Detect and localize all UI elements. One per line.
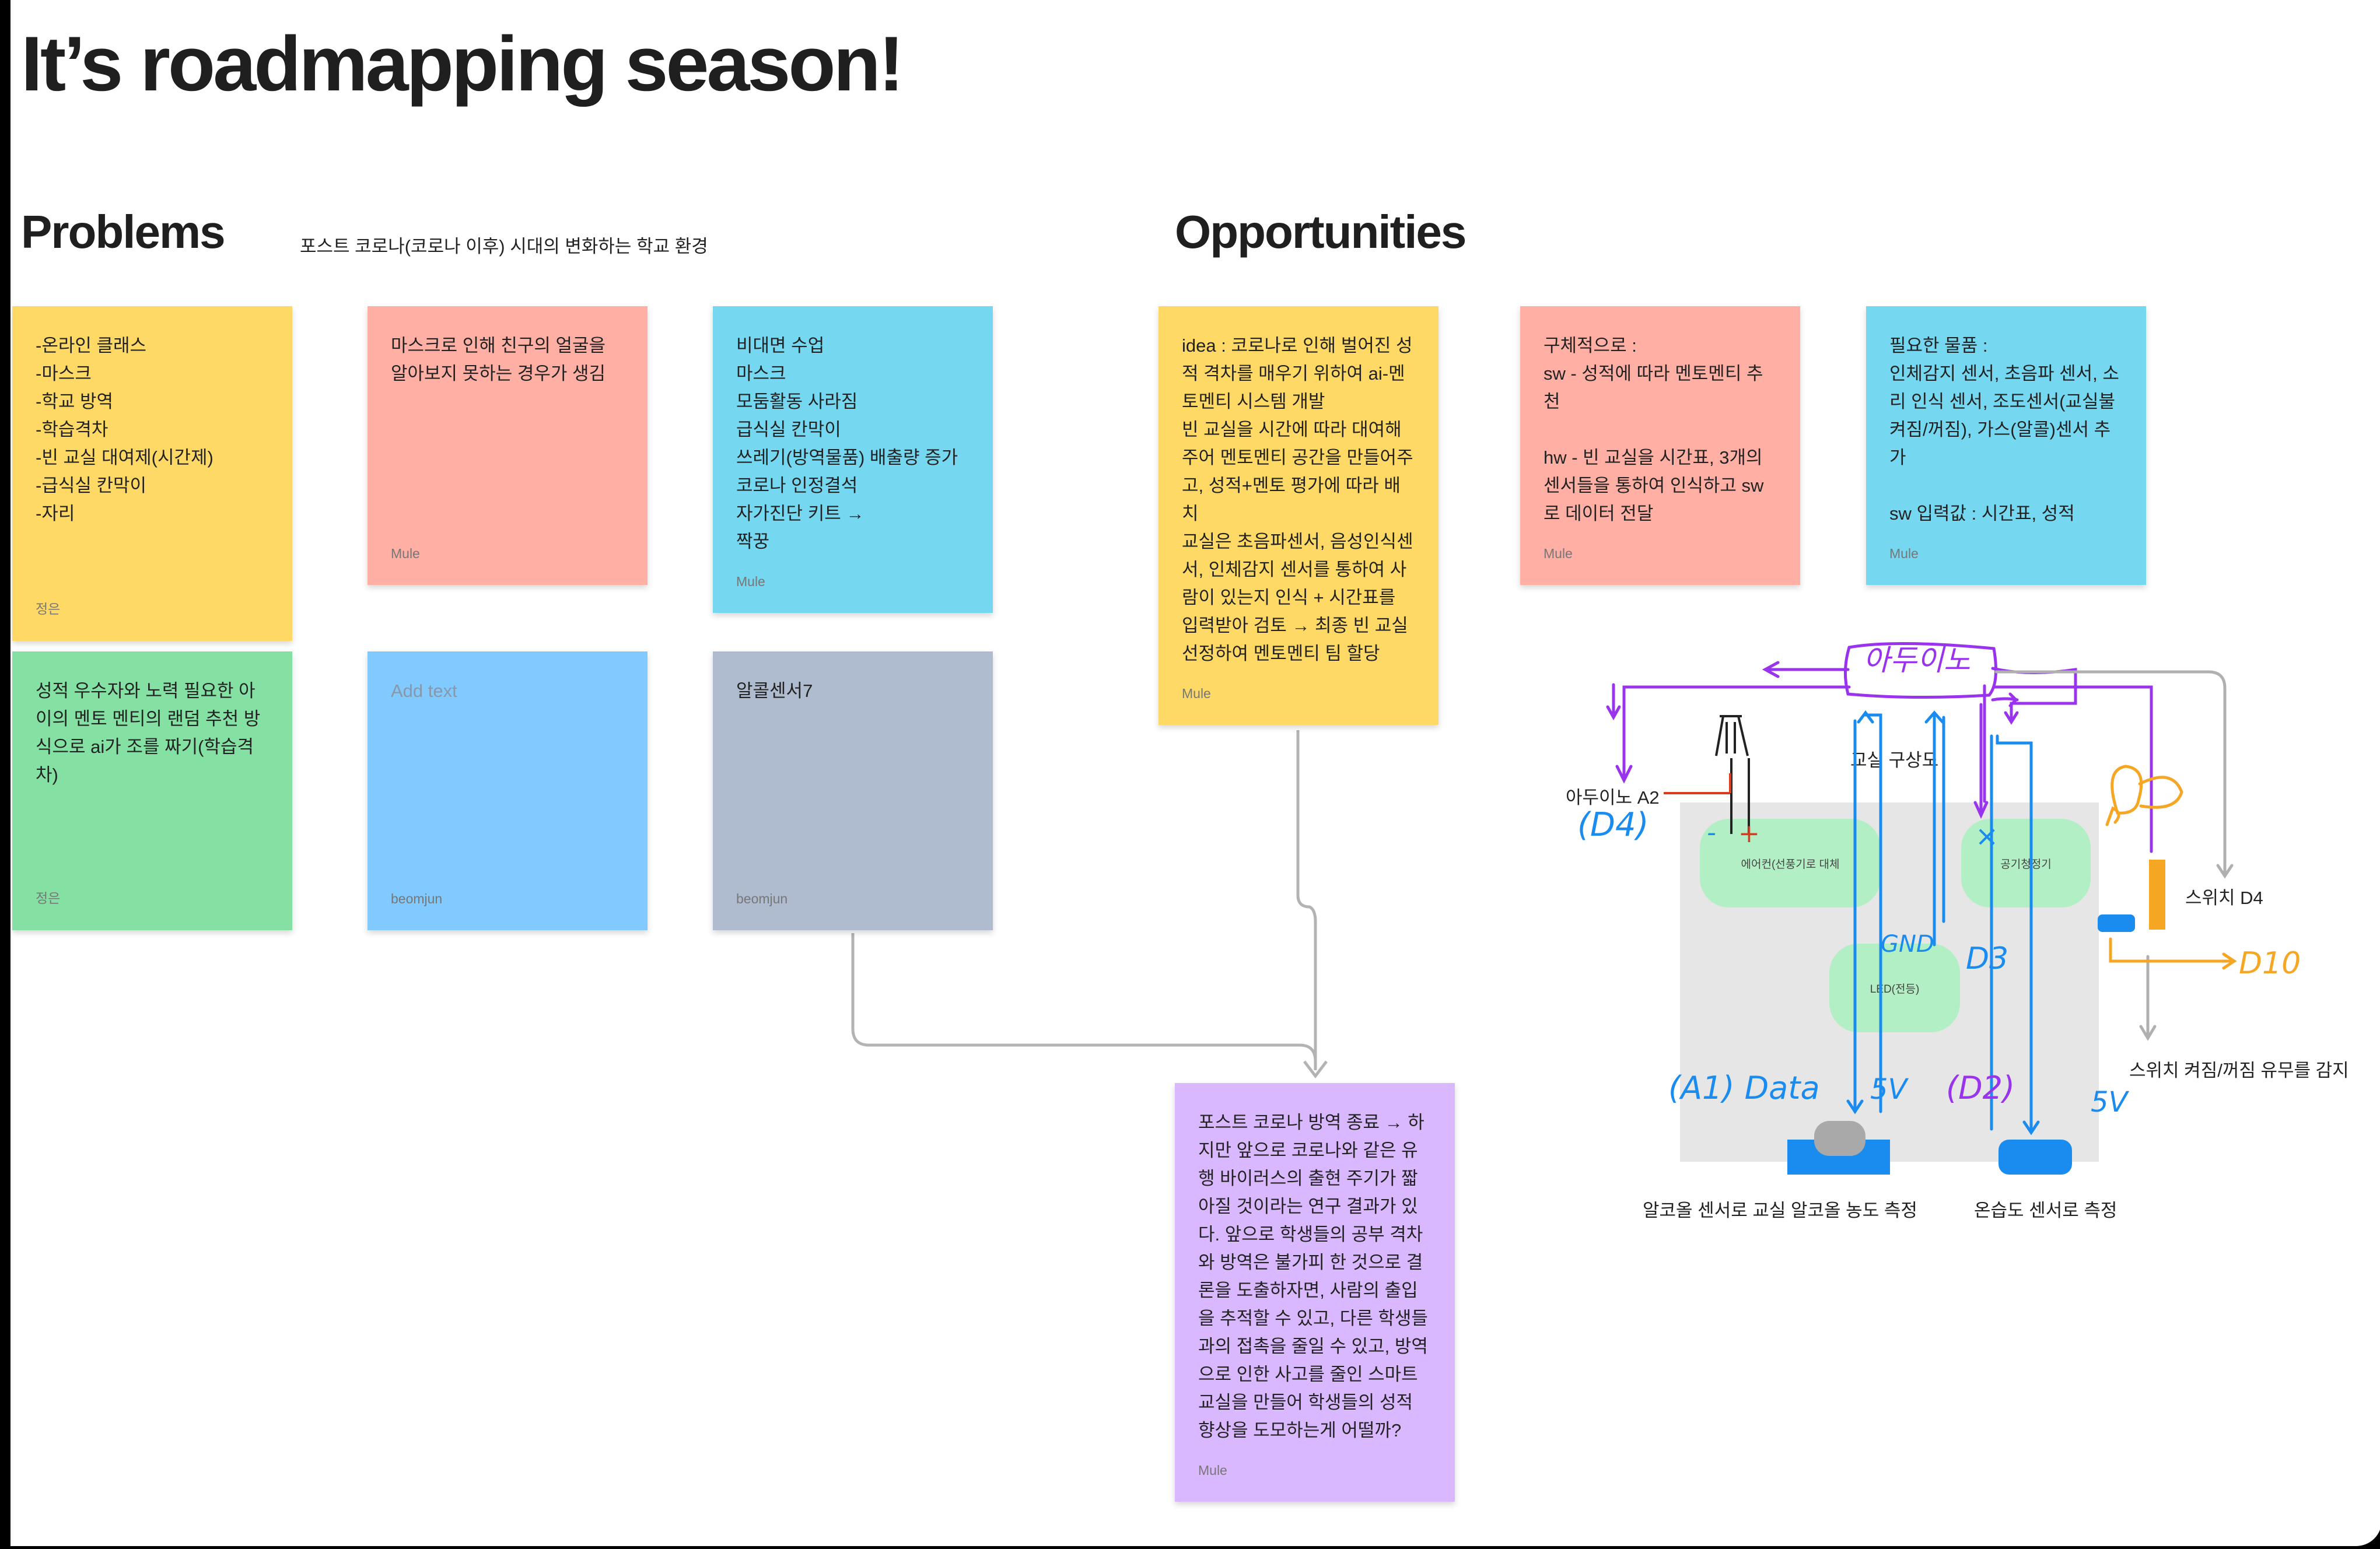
handwritten-d2: (D2) — [1946, 1070, 2015, 1106]
handwritten-plus: + — [1738, 819, 1760, 849]
wiring-sketch — [1606, 642, 2237, 1175]
label-switch-d4: 스위치 D4 — [2185, 888, 2263, 908]
note-text: idea : 코로나로 인해 벌어진 성적 격차를 매우기 위하여 ai-멘토멘… — [1182, 335, 1413, 664]
problems-section-title: Problems — [21, 206, 226, 258]
note-author: 정은 — [36, 601, 61, 616]
zone-aircon[interactable]: 에어컨(선풍기로 대체 — [1700, 819, 1881, 907]
connector-lines — [851, 730, 1328, 1079]
note-author: Mule — [1889, 546, 1919, 561]
note-author: Mule — [1182, 686, 1211, 701]
label-classroom-plan: 교실 구상도 — [1850, 750, 1939, 770]
note-text: 비대면 수업 마스크 모둠활동 사라짐 급식실 칸막이 쓰레기(방역물품) 배출… — [736, 335, 958, 552]
label-humidity-sensor: 온습도 센서로 측정 — [1974, 1200, 2118, 1221]
handwritten-gnd: GND — [1881, 931, 1934, 958]
handwritten-d10: D10 — [2239, 946, 2301, 981]
note-text: 필요한 물품 : 인체감지 센서, 초음파 센서, 소리 인식 센서, 조도센서… — [1889, 335, 2119, 524]
sticky-note-required-items[interactable]: 필요한 물품 : 인체감지 센서, 초음파 센서, 소리 인식 센서, 조도센서… — [1866, 306, 2146, 585]
sticky-note-remote-class[interactable]: 비대면 수업 마스크 모둠활동 사라짐 급식실 칸막이 쓰레기(방역물품) 배출… — [713, 306, 993, 613]
page-title: It’s roadmapping season! — [21, 21, 904, 107]
note-text: 알콜센서7 — [736, 681, 813, 701]
label-alcohol-sensor: 알코올 센서로 교실 알코올 농도 측정 — [1643, 1200, 1917, 1221]
label-arduino-a2: 아두이노 A2 — [1566, 787, 1660, 808]
label-switch-detect: 스위치 켜짐/꺼짐 유무를 감지 — [2129, 1060, 2349, 1081]
zone-air-purifier[interactable]: 공기청정기 — [1961, 819, 2091, 907]
note-author: beomjun — [391, 891, 443, 906]
note-text: 마스크로 인해 친구의 얼굴을 알아보지 못하는 경우가 생김 — [391, 335, 611, 384]
handwritten-x: × — [1975, 820, 1999, 853]
note-text: 포스트 코로나 방역 종료 → 하지만 앞으로 코로나와 같은 유행 바이러스의… — [1198, 1112, 1428, 1441]
handwritten-d3: D3 — [1966, 941, 2009, 976]
handwritten-arduino: 아두이노 — [1863, 643, 1971, 677]
note-text: -온라인 클래스 -마스크 -학교 방역 -학습격차 -빈 교실 대여제(시간제… — [36, 335, 214, 524]
sticky-note-problems-list[interactable]: -온라인 클래스 -마스크 -학교 방역 -학습격차 -빈 교실 대여제(시간제… — [12, 306, 292, 641]
humidity-sensor-icon — [1999, 1140, 2072, 1175]
note-author: Mule — [736, 574, 765, 589]
note-author: Mule — [391, 546, 420, 561]
note-text: 성적 우수자와 노력 필요한 아이의 멘토 멘티의 랜덤 추천 방식으로 ai가… — [36, 681, 261, 785]
opportunities-section-title: Opportunities — [1175, 206, 1466, 258]
note-author: beomjun — [736, 891, 788, 906]
note-placeholder[interactable]: Add text — [391, 681, 457, 701]
note-author: Mule — [1544, 546, 1573, 561]
switch-button-icon — [2098, 914, 2135, 932]
alcohol-sensor-head-icon — [1814, 1121, 1866, 1156]
arduino-box-icon — [1844, 642, 1998, 699]
handwritten-d4: (D4) — [1577, 806, 1649, 844]
sticky-note-post-corona[interactable]: 포스트 코로나 방역 종료 → 하지만 앞으로 코로나와 같은 유행 바이러스의… — [1175, 1083, 1455, 1502]
problems-subtitle: 포스트 코로나(코로나 이후) 시대의 변화하는 학교 환경 — [300, 236, 708, 257]
zone-led-light[interactable]: LED(전등) — [1829, 944, 1960, 1032]
sticky-note-idea[interactable]: idea : 코로나로 인해 벌어진 성적 격차를 매우기 위하여 ai-멘토멘… — [1158, 306, 1438, 725]
switch-lever-icon — [2149, 860, 2165, 930]
handwritten-5v-alcohol: 5V — [1870, 1073, 1908, 1106]
handwritten-5v-humidity: 5V — [2091, 1086, 2128, 1119]
note-text: 구체적으로 : sw - 성적에 따라 멘토멘티 추천 hw - 빈 교실을 시… — [1544, 335, 1764, 524]
note-author: Mule — [1198, 1463, 1227, 1478]
note-author: 정은 — [36, 891, 61, 906]
handwritten-a1-data: (A1) Data — [1668, 1070, 1820, 1106]
sticky-note-alcohol-sensor[interactable]: 알콜센서7 beomjun — [713, 651, 993, 930]
sticky-note-empty[interactable]: Add text beomjun — [368, 651, 648, 930]
handwritten-minus: - — [1707, 818, 1716, 847]
sticky-note-mask-faces[interactable]: 마스크로 인해 친구의 얼굴을 알아보지 못하는 경우가 생김 Mule — [368, 306, 648, 585]
sticky-note-specifics[interactable]: 구체적으로 : sw - 성적에 따라 멘토멘티 추천 hw - 빈 교실을 시… — [1520, 306, 1800, 585]
sticky-note-ai-mentoring[interactable]: 성적 우수자와 노력 필요한 아이의 멘토 멘티의 랜덤 추천 방식으로 ai가… — [12, 651, 292, 930]
